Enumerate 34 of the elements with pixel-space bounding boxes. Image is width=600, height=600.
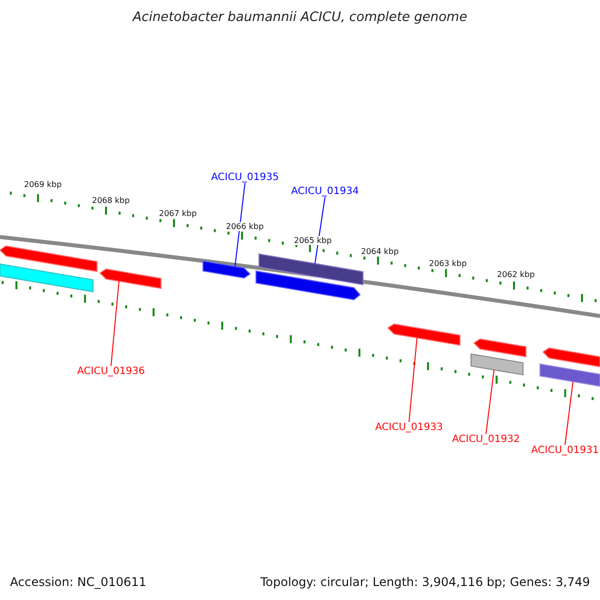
leader-line [486, 369, 494, 434]
scale-label: 2065 kbp [293, 236, 333, 245]
diagram-title: Acinetobacter baumannii ACICU, complete genome [132, 10, 468, 25]
scale-label: 2064 kbp [360, 247, 400, 256]
genome-summary: Topology: circular; Length: 3,904,116 bp; Genes: 3,749 [260, 575, 590, 589]
gene-bar [0, 245, 98, 272]
gene-bar [0, 263, 94, 292]
scale-label: 2063 kbp [428, 259, 468, 268]
gene-bar [258, 253, 364, 286]
scale-label: 2068 kbp [91, 196, 131, 205]
gene-label: ACICU_01933 [375, 422, 443, 433]
gene-bar [473, 338, 526, 358]
accession-note: Accession: NC_010611 [10, 575, 146, 589]
scale-label: 2062 kbp [496, 270, 536, 279]
scale-label: 2069 kbp [23, 180, 63, 189]
gene-bar [256, 270, 361, 300]
gene-bar [202, 260, 251, 279]
gene-label: ACICU_01936 [77, 366, 145, 377]
gene-bar [470, 353, 524, 376]
gene-bar [387, 323, 460, 346]
gene-bar [540, 363, 600, 387]
scale-label: 2066 kbp [225, 222, 265, 231]
gene-bar [99, 268, 162, 289]
leader-line [234, 182, 246, 267]
scale-label: 2067 kbp [158, 209, 198, 218]
leader-line [564, 381, 574, 446]
leader-line [314, 196, 326, 264]
gene-label: ACICU_01931 [531, 445, 599, 456]
gene-label: ACICU_01932 [452, 434, 520, 445]
leader-line [408, 337, 418, 422]
gene-label: ACICU_01935 [211, 172, 279, 183]
gene-label: ACICU_01934 [291, 186, 359, 197]
gene-bar [542, 347, 600, 368]
leader-line [110, 280, 120, 366]
